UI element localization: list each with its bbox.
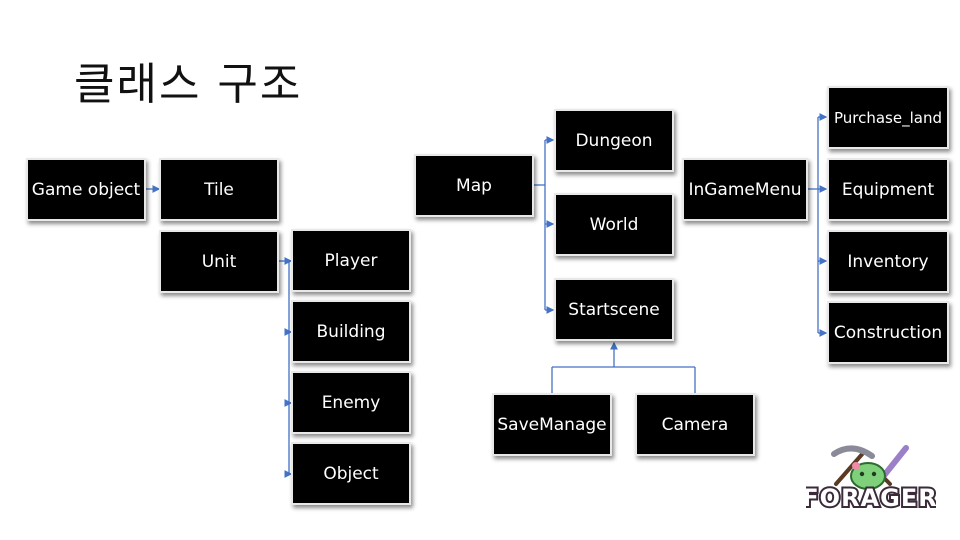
forager-logo: FORAGER (806, 445, 936, 514)
node-player: Player (291, 229, 411, 292)
node-purchase-land: Purchase_land (827, 86, 949, 149)
node-savemanage: SaveManage (492, 393, 612, 456)
node-building: Building (291, 300, 411, 363)
node-map: Map (414, 154, 534, 217)
node-equipment: Equipment (827, 158, 949, 221)
node-ingamemenu: InGameMenu (682, 158, 808, 221)
node-inventory: Inventory (827, 230, 949, 293)
node-object: Object (291, 442, 411, 505)
node-camera: Camera (635, 393, 755, 456)
node-world: World (554, 193, 674, 256)
page-title: 클래스 구조 (74, 59, 303, 110)
node-dungeon: Dungeon (554, 109, 674, 172)
node-startscene: Startscene (554, 278, 674, 341)
node-game-object: Game object (26, 158, 146, 221)
logo-text: FORAGER (806, 484, 936, 512)
node-construction: Construction (827, 301, 949, 364)
node-enemy: Enemy (291, 371, 411, 434)
node-tile: Tile (159, 158, 279, 221)
node-unit: Unit (159, 230, 279, 293)
